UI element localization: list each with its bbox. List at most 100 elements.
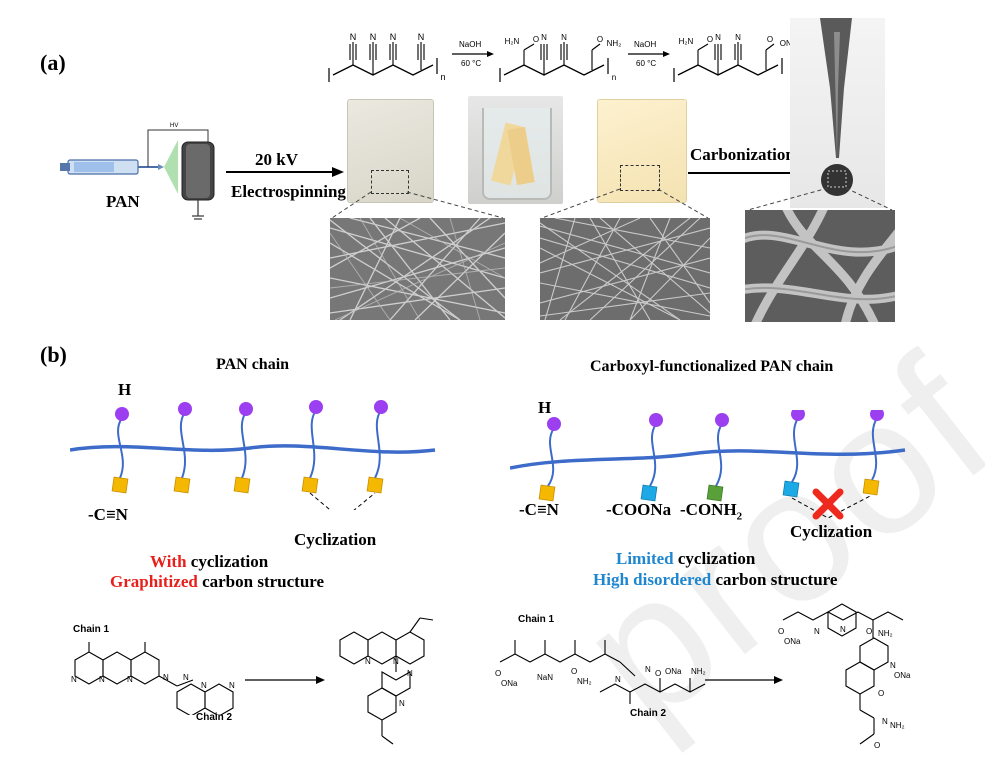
sem-carbon-fibers: [745, 210, 895, 322]
svg-text:O: O: [866, 627, 872, 636]
panel-b-label: (b): [40, 342, 67, 367]
right-backbone: [510, 448, 906, 470]
svg-text:NH₂: NH₂: [878, 629, 893, 638]
right-group1-label: -C≡N: [519, 500, 559, 519]
atom-h: [115, 407, 129, 421]
hydrolyzed-zoom-box: [620, 165, 660, 191]
voltage-label: 20 kV: [255, 150, 298, 169]
svg-text:N: N: [183, 673, 189, 682]
left-cyclization-label: Cyclization: [294, 530, 377, 549]
hv-label: HV: [170, 123, 179, 129]
svg-text:O: O: [495, 669, 501, 678]
step2-reagent: NaOH: [634, 40, 657, 49]
right-chain2-label: Chain 2: [630, 708, 667, 719]
conh2-cube: [706, 484, 724, 502]
cn-cube: [862, 478, 880, 496]
svg-text:N: N: [229, 681, 235, 690]
svg-text:O: O: [707, 35, 713, 44]
svg-text:N: N: [882, 717, 888, 726]
step1-temp: 60 °C: [461, 59, 482, 68]
pan-zoom-box: [371, 170, 409, 194]
svg-text:ONa: ONa: [784, 637, 801, 646]
step2-temp: 60 °C: [636, 59, 657, 68]
left-summary-line1: With cyclization: [150, 552, 269, 571]
svg-text:N: N: [127, 675, 133, 684]
svg-text:N: N: [561, 33, 567, 42]
svg-text:N: N: [541, 33, 547, 42]
svg-text:N: N: [350, 32, 357, 42]
right-chain1-label: Chain 1: [518, 614, 555, 625]
right-highlight-disordered: High disordered: [593, 570, 712, 589]
carbonization-label: Carbonization: [690, 145, 795, 164]
pan-label: PAN: [106, 192, 140, 211]
right-highlight-limited: Limited: [616, 549, 674, 568]
svg-text:N: N: [393, 657, 399, 666]
sem-hydrolyzed-fibers: [540, 218, 710, 320]
left-chain-title: PAN chain: [216, 356, 290, 373]
svg-text:NaN: NaN: [537, 673, 553, 682]
svg-text:O: O: [597, 35, 603, 44]
left-reaction-arrow: [245, 676, 325, 684]
cyclization-dashes: [791, 495, 871, 519]
left-chain1-label: Chain 1: [73, 624, 110, 635]
step1-reagent: NaOH: [459, 40, 482, 49]
right-summary-line2: High disordered carbon structure: [593, 570, 838, 589]
cn-cube: [538, 484, 556, 502]
svg-text:O: O: [533, 35, 539, 44]
svg-text:NH₂: NH₂: [577, 677, 592, 686]
hydrolyzed-membrane-photo: [598, 100, 686, 202]
svg-text:NH₂: NH₂: [607, 39, 622, 48]
beaker-photo: [468, 96, 563, 204]
svg-text:ONa: ONa: [894, 671, 911, 680]
left-highlight-graphitized: Graphitized: [110, 572, 198, 591]
svg-text:ONa: ONa: [665, 667, 682, 676]
arrow-electrospinning: [226, 167, 344, 177]
left-highlight-with: With: [150, 552, 187, 571]
svg-text:N: N: [71, 675, 77, 684]
left-backbone: [70, 444, 436, 454]
svg-text:ONa: ONa: [780, 39, 797, 48]
svg-text:H₂N: H₂N: [679, 37, 694, 46]
svg-text:ONa: ONa: [501, 679, 518, 688]
left-group-label: -C≡N: [88, 505, 128, 524]
svg-text:N: N: [163, 673, 169, 682]
right-chain-diagram: [510, 410, 906, 520]
svg-text:n: n: [612, 73, 616, 82]
arrow-step1: [452, 51, 494, 57]
svg-text:O: O: [767, 35, 773, 44]
panel-a-label: (a): [40, 50, 66, 75]
svg-text:O: O: [778, 627, 784, 636]
svg-text:N: N: [99, 675, 105, 684]
svg-text:N: N: [399, 699, 405, 708]
svg-text:H₂N: H₂N: [505, 37, 520, 46]
pan-membrane-photo: [348, 100, 433, 202]
cyclization-dashes: [309, 492, 376, 510]
right-group3-label: -CONH2: [680, 500, 743, 523]
right-chain-title: Carboxyl-functionalized PAN chain: [590, 358, 834, 375]
tweezer-photo: [790, 18, 885, 208]
svg-text:NH₂: NH₂: [890, 721, 905, 730]
sem-pan-fibers: [330, 218, 505, 320]
svg-text:N: N: [201, 681, 207, 690]
left-chain-diagram: [70, 400, 436, 510]
svg-text:N: N: [715, 33, 721, 42]
cross-icon: [812, 488, 844, 520]
svg-text:O: O: [655, 669, 661, 678]
svg-text:N: N: [645, 665, 651, 674]
svg-text:N: N: [390, 32, 397, 42]
coona-cube: [640, 484, 658, 502]
tweezer-icon: [820, 18, 853, 196]
right-summary-line1: Limited cyclization: [616, 549, 756, 568]
svg-text:N: N: [365, 657, 371, 666]
zoom-connectors: [331, 187, 893, 219]
svg-text:N: N: [840, 625, 846, 634]
right-group2-label: -COONa: [606, 500, 672, 519]
svg-text:O: O: [878, 689, 884, 698]
